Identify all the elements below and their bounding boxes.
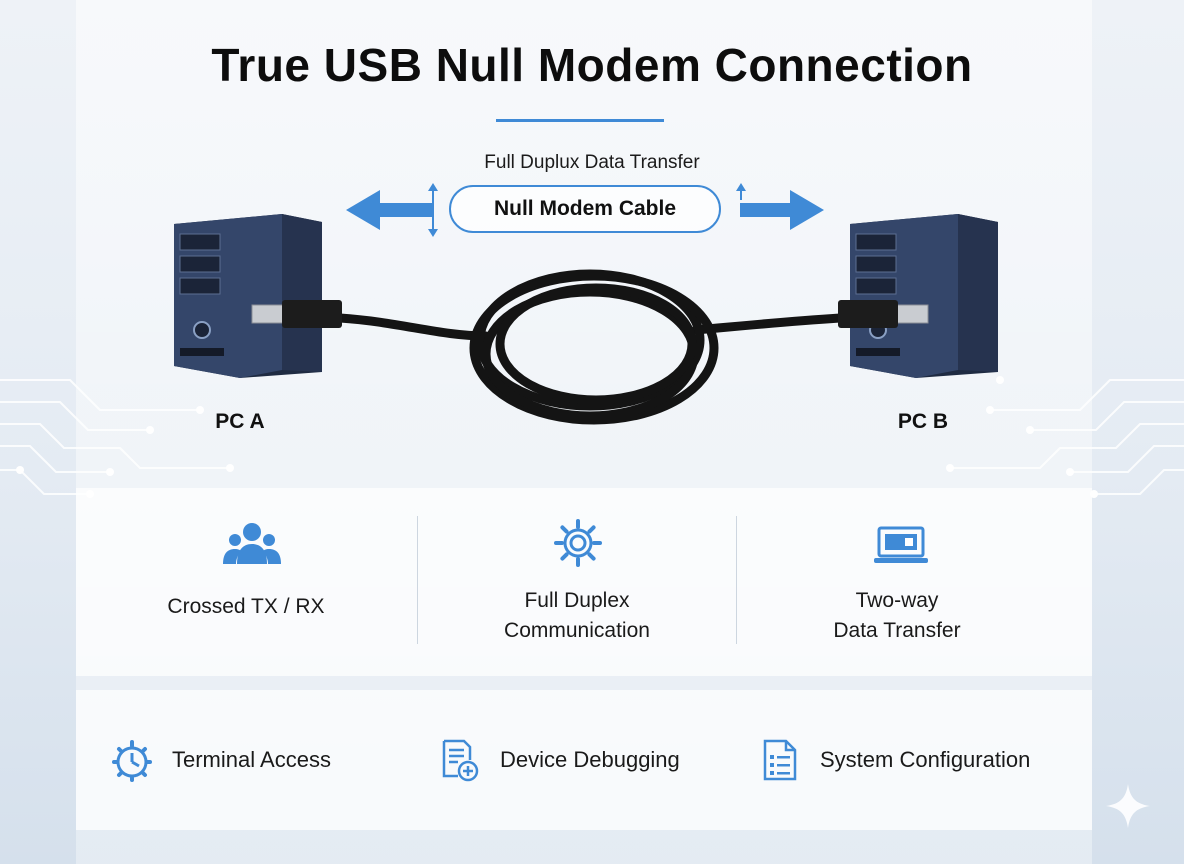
page-title: True USB Null Modem Connection	[211, 39, 973, 91]
feature-line: Crossed TX / RX	[167, 595, 325, 618]
document-list-icon	[763, 739, 797, 781]
timer-gear-icon	[112, 740, 152, 782]
duplex-label: Full Duplux Data Transfer	[484, 152, 700, 173]
sparkle-icon	[1106, 784, 1150, 828]
feature-full-duplex: Full Duplex Communication	[418, 488, 736, 676]
feature-two-way: Two-way Data Transfer	[737, 488, 1057, 676]
use-label: System Configuration	[820, 747, 1031, 772]
gear-icon	[554, 519, 602, 567]
left-arrow-icon	[346, 190, 432, 230]
use-label: Terminal Access	[172, 747, 331, 772]
usb-plug-right	[838, 300, 929, 328]
feature-divider	[417, 516, 418, 644]
pc-b-label: PC B	[897, 410, 949, 433]
document-plus-icon	[442, 739, 479, 782]
right-arrow-icon	[740, 190, 824, 230]
feature-line: Data Transfer	[833, 619, 961, 642]
usb-plug-left	[251, 300, 342, 328]
use-device-debugging: Device Debugging	[440, 690, 680, 830]
up-down-arrow-icon	[428, 183, 438, 237]
laptop-icon	[874, 526, 928, 563]
features-panel: Crossed TX / RX Full Duplex Communicatio…	[76, 488, 1092, 676]
users-icon	[223, 523, 281, 564]
pc-a-label: PC A	[215, 410, 265, 433]
cable-label: Null Modem Cable	[493, 197, 677, 220]
use-label: Device Debugging	[500, 747, 680, 772]
title-underline	[496, 119, 664, 122]
feature-crossed-tx-rx: Crossed TX / RX	[76, 488, 416, 676]
use-terminal-access: Terminal Access	[112, 690, 331, 830]
up-arrow-icon	[736, 183, 746, 200]
pc-a-tower	[174, 214, 322, 378]
feature-divider	[736, 516, 737, 644]
feature-line: Communication	[504, 619, 650, 642]
usb-cable	[251, 269, 929, 425]
cable-label-pill: Null Modem Cable	[449, 185, 721, 233]
use-cases-panel: Terminal Access Device Debugging	[76, 690, 1092, 830]
use-system-configuration: System Configuration	[760, 690, 1030, 830]
feature-line: Full Duplex	[524, 589, 630, 612]
feature-line: Two-way	[855, 589, 939, 612]
pc-b-tower	[850, 214, 998, 378]
